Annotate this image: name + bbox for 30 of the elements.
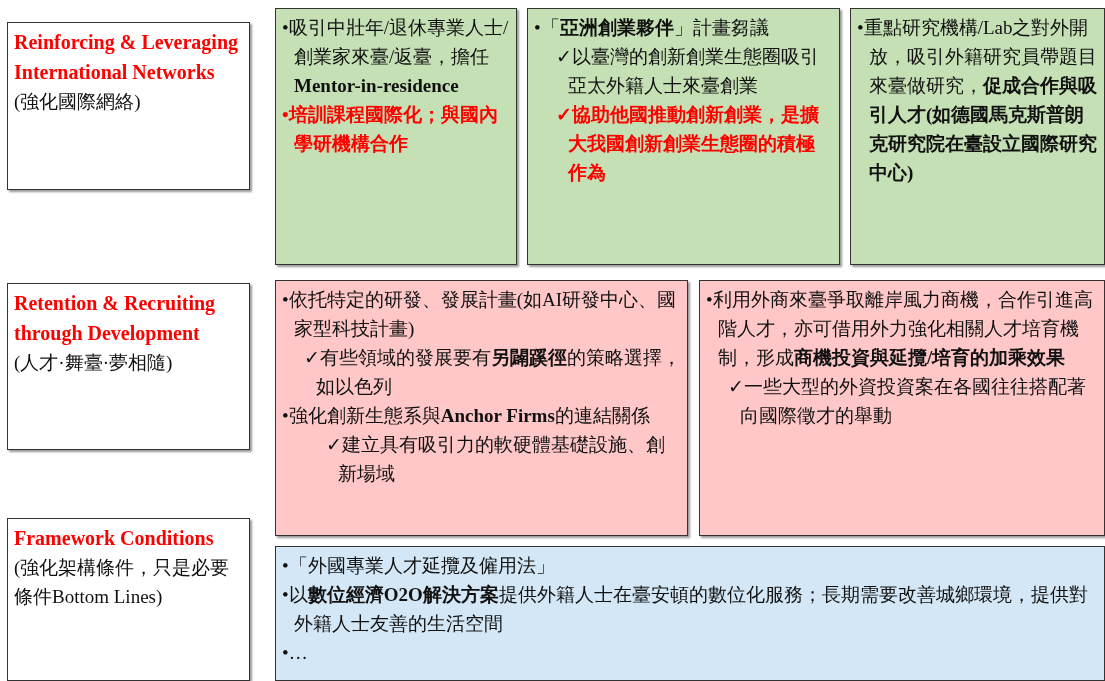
content-card [527,8,840,265]
row-subtitle: (強化國際網絡) [14,90,142,114]
row-subtitle: (強化架構條件，只是必要條件Bottom Lines) [14,556,231,609]
check-item-text: ✓建立具有吸引力的軟硬體基礎設施、創新場域 [325,433,666,486]
bullet-item-text: •… [282,641,309,665]
content-card [699,280,1105,536]
bullet-item-text: •以數位經濟O2O解決方案提供外籍人士在臺安頓的數位化服務；長期需要改善城鄉環境，提供對外籍人士友善的生活空間 [282,583,1089,636]
bullet-item-text: •「外國專業人才延攬及僱用法」 [282,554,556,578]
row-heading: Reinforcing & Leveraging International Networks [14,30,240,85]
row-header-card [7,283,250,450]
bullet-item-text: •依托特定的研發、發展計畫(如AI研發中心、國家型科技計畫) [282,288,678,341]
row-header-card [7,518,250,681]
row-subtitle: (人才·舞臺·夢相隨) [14,351,174,375]
bullet-item-text: •「亞洲創業夥伴」計畫芻議 [534,16,770,40]
check-item-text: ✓有些領域的發展要有另闢蹊徑的策略選擇，如以色列 [303,346,681,399]
row-heading: Retention & Recruiting through Development [14,291,217,347]
check-item-text: ✓以臺灣的創新創業生態圈吸引亞太外籍人士來臺創業 [555,45,820,98]
bullet-item-text: •利用外商來臺爭取離岸風力商機，合作引進高階人才，亦可借用外力強化相關人才培育機制，形成商機投資與延攬/培育的加乘效果 [706,288,1094,370]
check-item-text: ✓一些大型的外資投資案在各國往往搭配著向國際徵才的舉動 [727,375,1087,428]
content-card [275,546,1105,681]
check-item-text: ✓協助他國推動創新創業，是擴大我國創新創業生態圈的積極作為 [555,103,820,185]
content-card [850,8,1105,265]
content-card [275,8,517,265]
row-header-card [7,22,250,190]
bullet-item-text: •吸引中壯年/退休專業人士/創業家來臺/返臺，擔任Mentor-in-residence [282,16,510,98]
content-card [275,280,688,536]
bullet-item-text: •重點研究機構/Lab之對外開放，吸引外籍研究員帶題目來臺做研究，促成合作與吸引人才(如德國馬克斯普朗克研究院在臺設立國際研究中心) [857,16,1098,185]
bullet-item-text: •培訓課程國際化；與國內學研機構合作 [282,103,499,156]
row-heading: Framework Conditions [14,526,215,551]
bullet-item-text: •強化創新生態系與Anchor Firms的連結關係 [282,404,651,428]
